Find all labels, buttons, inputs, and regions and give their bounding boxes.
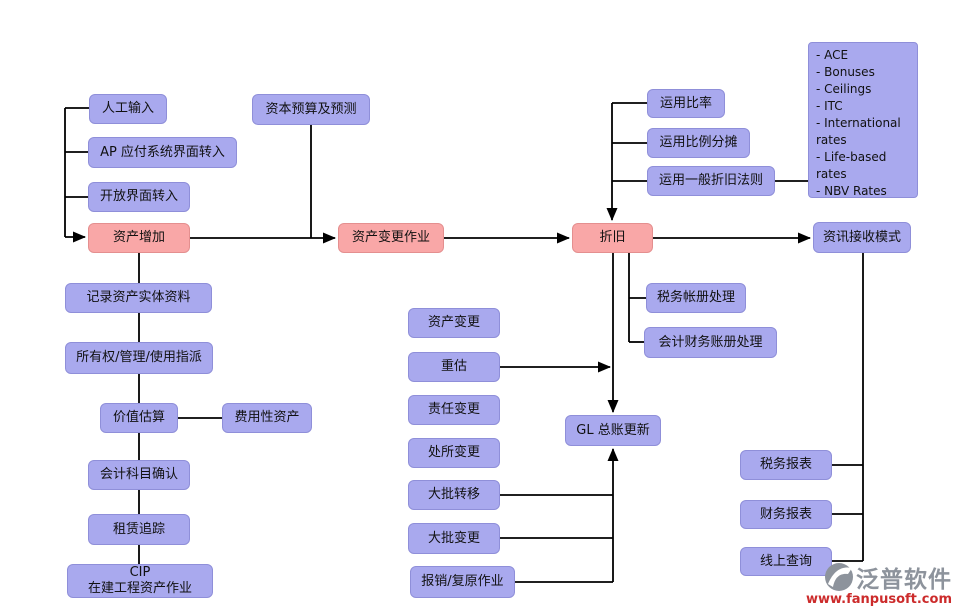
brand-url: www.fanpusoft.com xyxy=(805,592,952,607)
node-finance-report: 财务报表 xyxy=(740,500,832,529)
node-tax-book: 税务帐册处理 xyxy=(646,283,746,313)
node-cip: CIP 在建工程资产作业 xyxy=(67,564,213,598)
node-info-receive-mode: 资讯接收模式 xyxy=(813,222,911,253)
node-retirement-restore: 报销/复原作业 xyxy=(410,566,515,598)
brand-name: 泛普软件 xyxy=(856,567,952,593)
node-depreciation: 折旧 xyxy=(572,223,653,253)
node-mass-transfer: 大批转移 xyxy=(408,480,500,510)
node-capital-budget: 资本预算及预测 xyxy=(252,94,370,125)
node-online-query: 线上查询 xyxy=(740,547,832,576)
node-apply-rate: 运用比率 xyxy=(647,89,725,118)
node-open-interface: 开放界面转入 xyxy=(88,182,190,212)
node-location-change: 处所变更 xyxy=(408,438,500,468)
node-expense-asset: 费用性资产 xyxy=(222,403,312,433)
node-apply-proration: 运用比例分摊 xyxy=(647,128,750,158)
node-gl-update: GL 总账更新 xyxy=(565,415,661,446)
node-asset-addition: 资产增加 xyxy=(88,223,190,253)
node-ap-interface: AP 应付系统界面转入 xyxy=(88,137,237,168)
node-record-asset: 记录资产实体资料 xyxy=(65,283,212,313)
node-lease-tracking: 租赁追踪 xyxy=(88,514,190,545)
node-tax-report: 税务报表 xyxy=(740,450,832,480)
node-rate-types-list: - ACE - Bonuses - Ceilings - ITC - Inter… xyxy=(808,42,918,198)
node-responsibility-change: 责任变更 xyxy=(408,395,500,425)
node-asset-change-ops: 资产变更作业 xyxy=(338,223,444,253)
node-finance-book: 会计财务账册处理 xyxy=(644,327,777,358)
node-revaluation: 重估 xyxy=(408,352,500,382)
watermark: 泛普软件 www.fanpusoft.com xyxy=(806,560,952,607)
node-valuation: 价值估算 xyxy=(100,403,178,433)
node-account-confirm: 会计科目确认 xyxy=(88,460,190,490)
node-apply-general-rules: 运用一般折旧法则 xyxy=(647,166,775,196)
fanpu-logo-icon xyxy=(824,562,854,592)
node-asset-change: 资产变更 xyxy=(408,308,500,338)
node-mass-change: 大批变更 xyxy=(408,523,500,554)
node-ownership-assign: 所有权/管理/使用指派 xyxy=(65,342,213,374)
node-manual-input: 人工输入 xyxy=(89,94,167,124)
